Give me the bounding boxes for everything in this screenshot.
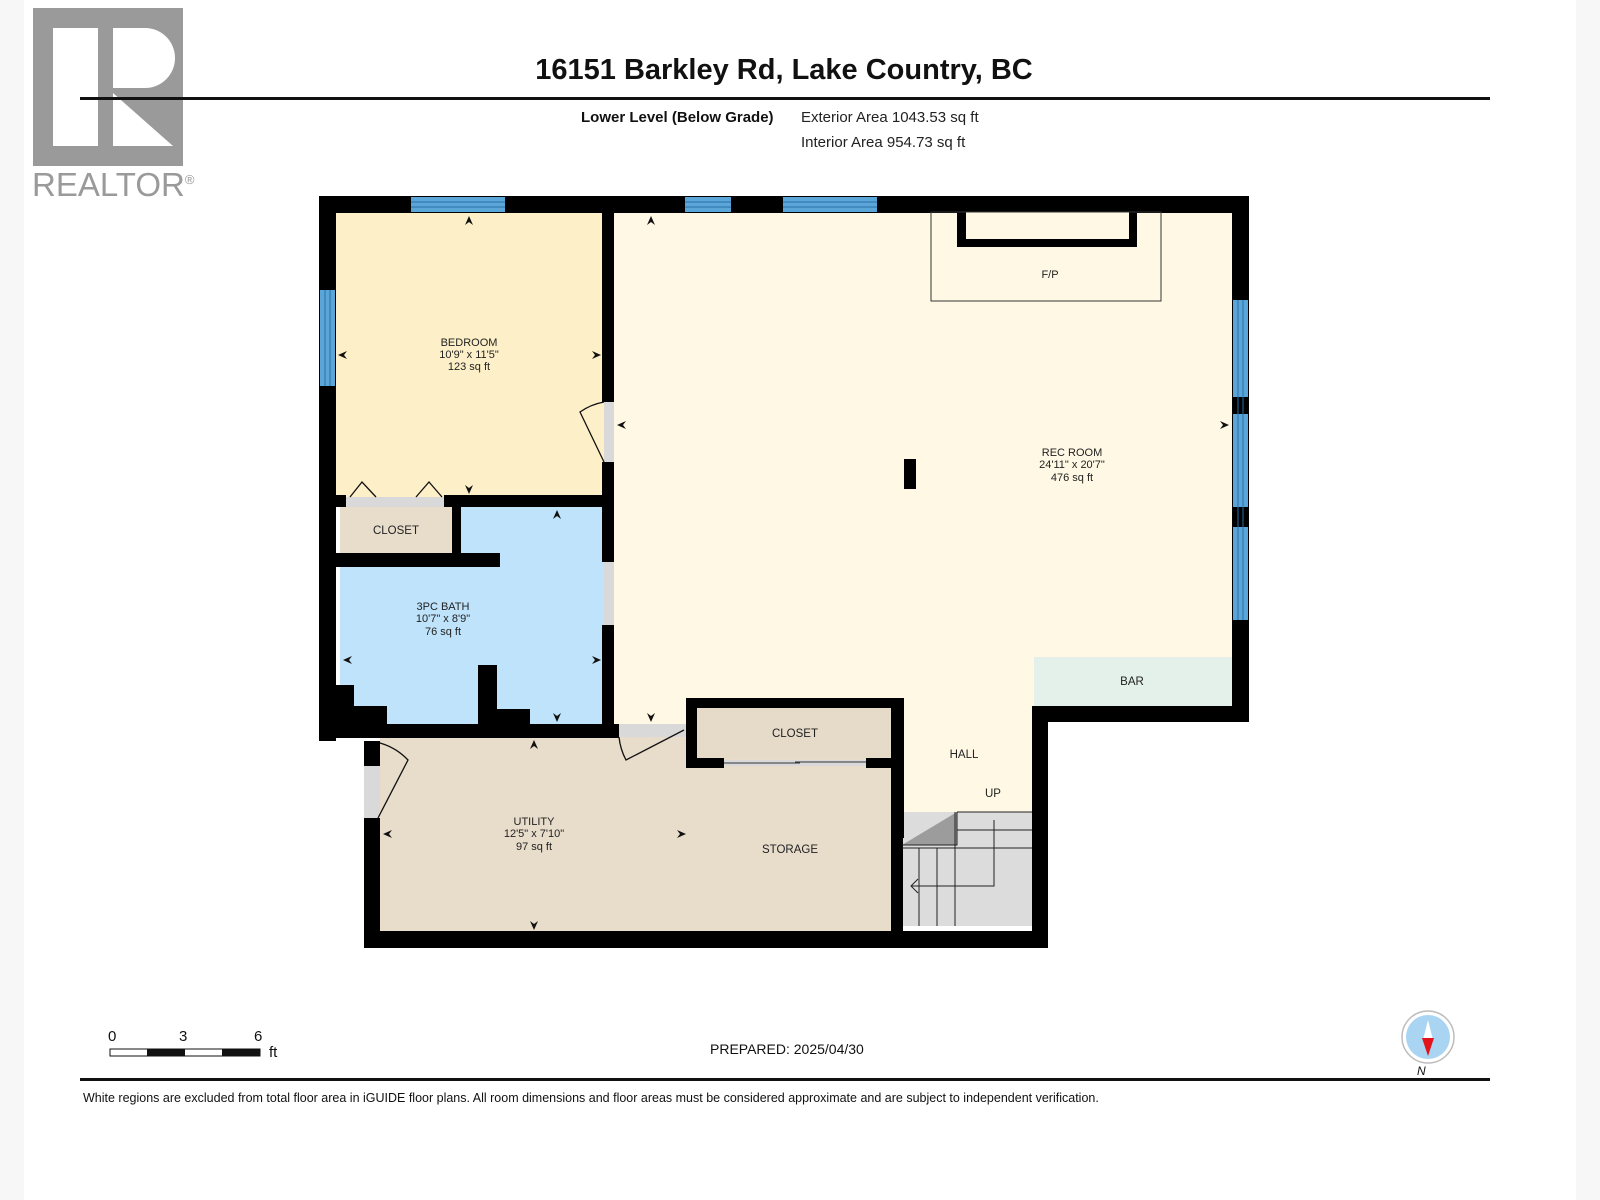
scale-bar xyxy=(109,1048,261,1057)
hall-closet-label: CLOSET xyxy=(772,728,818,740)
realtor-brand-text: REALTOR® xyxy=(32,166,195,203)
north-arrow-compass-icon xyxy=(1401,1010,1455,1064)
compass-north-label: N xyxy=(1417,1064,1426,1078)
interior-area: Interior Area 954.73 sq ft xyxy=(801,134,966,151)
dimension-arrows xyxy=(338,216,1229,930)
stairs-area xyxy=(902,812,1032,926)
bath-area-label: 76 sq ft xyxy=(425,626,461,638)
bedroom-closet-label: CLOSET xyxy=(373,525,419,537)
bar-label: BAR xyxy=(1120,676,1144,688)
utility-label: UTILITY xyxy=(514,816,556,828)
utility-area-label: 97 sq ft xyxy=(516,841,552,853)
header-divider xyxy=(80,97,1490,100)
footer-divider xyxy=(80,1078,1490,1081)
hall-label: HALL xyxy=(950,749,979,761)
rec-room-area-label: 476 sq ft xyxy=(1051,472,1093,484)
bedroom-area-label: 123 sq ft xyxy=(448,361,490,373)
prepared-date: PREPARED: 2025/04/30 xyxy=(710,1041,864,1057)
bedroom-label: BEDROOM xyxy=(441,337,498,349)
bath-label: 3PC BATH xyxy=(417,601,470,613)
scale-tick-6: 6 xyxy=(254,1028,263,1045)
exterior-area: Exterior Area 1043.53 sq ft xyxy=(801,109,979,126)
bedroom-area xyxy=(336,212,604,497)
bedroom-dims: 10'9" x 11'5" xyxy=(439,349,499,361)
fireplace-outline xyxy=(930,211,1162,302)
scale-tick-3: 3 xyxy=(179,1028,188,1045)
disclaimer-text: White regions are excluded from total fl… xyxy=(83,1091,1099,1105)
window-panes xyxy=(324,201,1244,620)
stairs xyxy=(902,811,1032,926)
realtor-logo-icon xyxy=(33,8,183,166)
scale-tick-0: 0 xyxy=(108,1028,117,1045)
storage-label: STORAGE xyxy=(762,844,818,856)
bar-area xyxy=(1034,657,1232,706)
utility-storage-area xyxy=(380,737,894,933)
property-address-title: 16151 Barkley Rd, Lake Country, BC xyxy=(535,54,1033,86)
scale-unit: ft xyxy=(269,1044,278,1061)
stairs-up-label: UP xyxy=(985,788,1001,800)
bath-area xyxy=(340,507,604,724)
bedroom-closet-area xyxy=(340,507,452,553)
fireplace-label: F/P xyxy=(1041,269,1058,281)
utility-dims: 12'5" x 7'10" xyxy=(504,828,564,840)
hall-closet-area xyxy=(697,708,891,758)
windows xyxy=(320,197,1248,620)
rec-room-label: REC ROOM xyxy=(1042,447,1103,459)
bath-dims: 10'7" x 8'9" xyxy=(416,613,470,625)
level-name: Lower Level (Below Grade) xyxy=(581,109,774,126)
doors xyxy=(346,401,866,819)
rec-room-dims: 24'11" x 20'7" xyxy=(1039,459,1105,471)
